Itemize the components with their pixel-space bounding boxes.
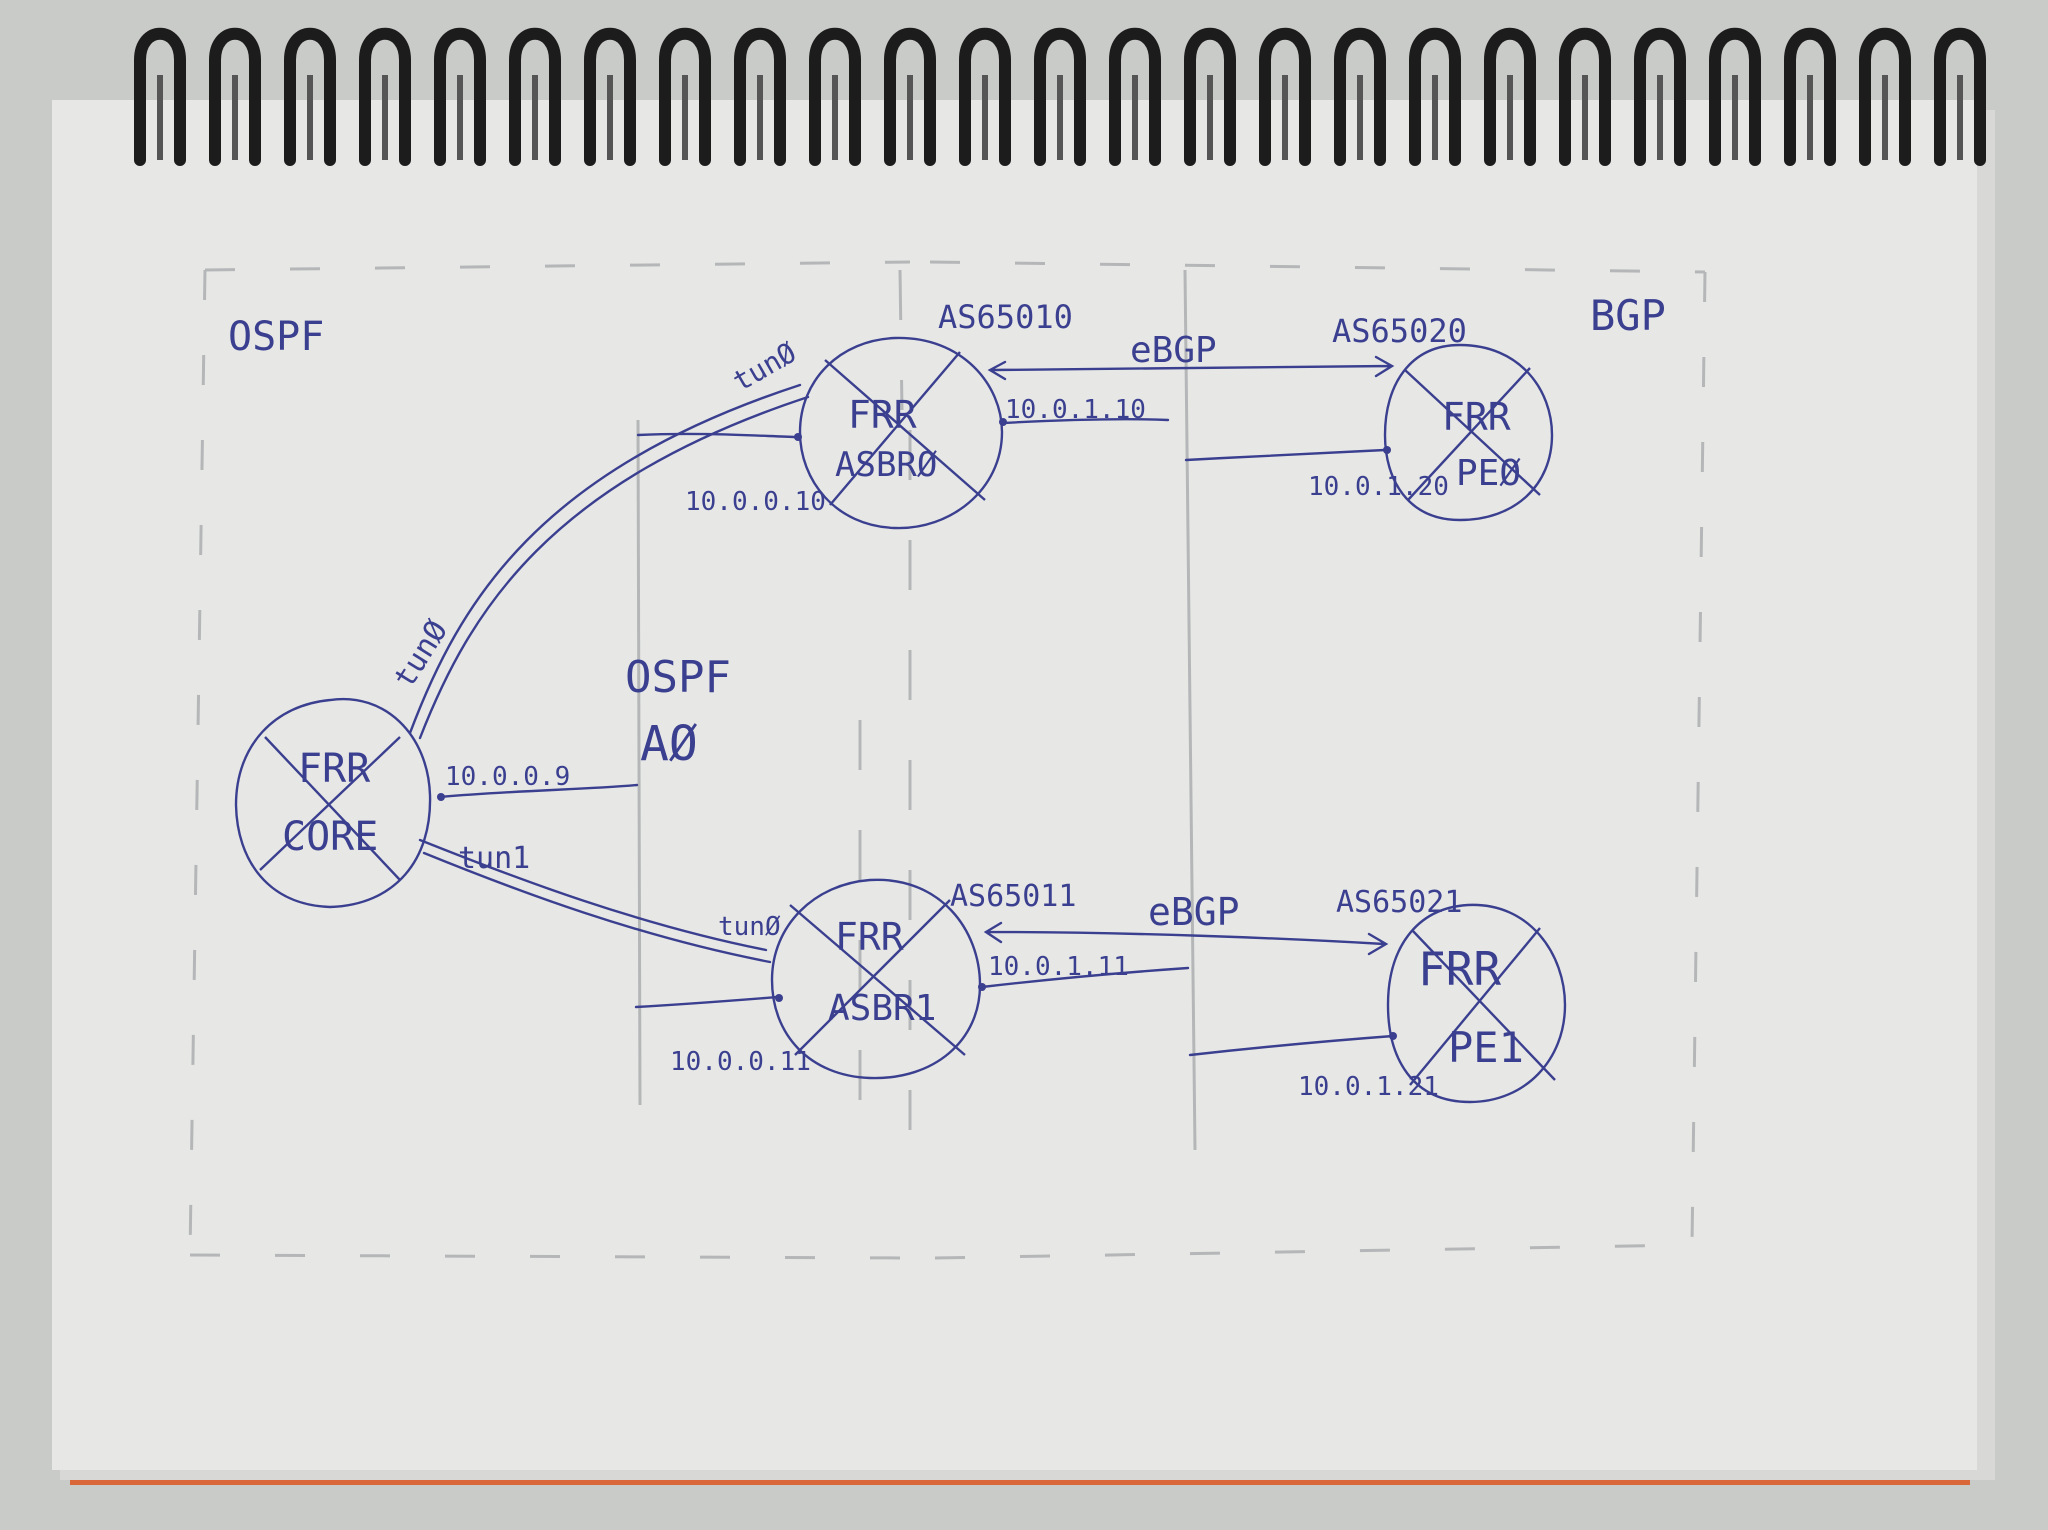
pencil-regions xyxy=(188,260,1707,1260)
spiral-loop xyxy=(359,27,411,166)
router-asbr0-cross xyxy=(824,351,986,506)
spiral-loop xyxy=(809,27,861,166)
router-core: FRR CORE xyxy=(234,697,432,909)
spiral-loop xyxy=(884,27,936,166)
spiral-loop xyxy=(659,27,711,166)
spiral-loop xyxy=(1109,27,1161,166)
asbr0-as-label: AS65010 xyxy=(938,298,1073,336)
ink-links xyxy=(408,355,1395,1057)
area-divider-left xyxy=(636,419,642,1106)
spiral-loop xyxy=(1259,27,1311,166)
router-pe1-circle xyxy=(1386,903,1567,1104)
asbr1-inner-ip-label: 10.0.0.11 xyxy=(670,1047,811,1077)
router-pe0-line1: FRR xyxy=(1442,395,1511,439)
router-asbr1-cross xyxy=(789,899,966,1056)
spiral-loop xyxy=(1784,27,1836,166)
spiral-loop xyxy=(1334,27,1386,166)
ebgp-bottom-arrow xyxy=(983,921,1389,956)
asbr0-inner-link xyxy=(636,432,798,439)
asbr1-outer-ip-label: 10.0.1.11 xyxy=(988,952,1129,982)
core-area-link xyxy=(438,783,639,799)
asbr0-outer-link xyxy=(1001,418,1170,425)
router-pe0-circle xyxy=(1383,343,1554,522)
tunnel1-line-a xyxy=(418,838,768,952)
router-asbr0-circle xyxy=(798,336,1004,530)
spiral-loop xyxy=(209,27,261,166)
spiral-loop xyxy=(1034,27,1086,166)
router-core-line2: CORE xyxy=(282,814,378,860)
router-asbr1-line1: FRR xyxy=(835,915,904,959)
router-asbr0-line2: ASBRØ xyxy=(835,445,937,485)
asbr1-as-label: AS65011 xyxy=(950,879,1076,914)
tunnel1-label-asbr1: tunØ xyxy=(718,912,781,942)
pe0-link xyxy=(1184,448,1387,462)
router-pe1-line2: PE1 xyxy=(1448,1023,1524,1072)
ebgp-top-label: eBGP xyxy=(1130,330,1217,371)
region-divider-dashed xyxy=(858,269,912,1130)
notebook-page xyxy=(52,100,1977,1470)
router-core-circle xyxy=(234,697,432,909)
ospf-region-border xyxy=(188,260,911,1260)
router-core-line1: FRR xyxy=(298,746,371,792)
spiral-loop xyxy=(434,27,486,166)
spiral-loop xyxy=(734,27,786,166)
spiral-loop xyxy=(1484,27,1536,166)
spiral-loop xyxy=(1634,27,1686,166)
spiral-loop xyxy=(1859,27,1911,166)
spiral-loop xyxy=(1184,27,1236,166)
pe1-as-label: AS65021 xyxy=(1336,885,1462,920)
router-asbr0: FRR ASBRØ xyxy=(798,336,1004,530)
core-ip-label: 10.0.0.9 xyxy=(445,762,570,792)
router-pe0-cross xyxy=(1404,367,1541,501)
tunnel1-line-b xyxy=(422,851,772,964)
port-dot-core xyxy=(437,793,445,801)
tunnel1-label-core: tun1 xyxy=(458,841,530,876)
router-pe1-cross xyxy=(1409,927,1556,1086)
spiral-loop xyxy=(1709,27,1761,166)
pe1-link xyxy=(1188,1034,1395,1057)
pe0-ip-label: 10.0.1.20 xyxy=(1308,472,1449,502)
spiral-loop xyxy=(959,27,1011,166)
ebgp-top-arrow xyxy=(987,355,1395,381)
spiral-binding xyxy=(134,27,1986,166)
pe0-as-label: AS65020 xyxy=(1332,312,1467,350)
router-pe0: FRR PEØ xyxy=(1383,343,1554,522)
router-asbr1-circle xyxy=(770,878,982,1080)
spiral-loop xyxy=(509,27,561,166)
spiral-loop xyxy=(134,27,186,166)
ospf-region-label: OSPF xyxy=(228,314,324,360)
ospf-area-label: OSPF xyxy=(625,652,731,703)
asbr1-outer-link xyxy=(980,966,1190,989)
router-core-cross xyxy=(259,736,401,881)
router-pe1: FRR PE1 xyxy=(1386,903,1567,1104)
spiral-loop xyxy=(1934,27,1986,166)
asbr0-inner-ip-label: 10.0.0.10 xyxy=(685,487,826,517)
router-pe1-line1: FRR xyxy=(1418,942,1501,996)
bgp-region-label: BGP xyxy=(1590,291,1666,340)
asbr0-outer-ip-label: 10.0.1.10 xyxy=(1005,395,1146,425)
ebgp-bottom-label: eBGP xyxy=(1148,890,1240,934)
router-asbr0-line1: FRR xyxy=(848,393,917,437)
tunnel0-line-a xyxy=(408,383,802,735)
asbr1-inner-link xyxy=(634,995,780,1009)
ospf-area-id: AØ xyxy=(640,716,698,772)
router-asbr1: FRR ASBR1 xyxy=(770,878,982,1080)
spiral-loop xyxy=(584,27,636,166)
spiral-loop xyxy=(1559,27,1611,166)
bgp-divider xyxy=(1183,269,1197,1151)
spiral-loop xyxy=(1409,27,1461,166)
pe1-ip-label: 10.0.1.21 xyxy=(1298,1072,1439,1102)
router-pe0-line2: PEØ xyxy=(1456,453,1521,494)
spiral-loop xyxy=(284,27,336,166)
port-dot-asbr1-inner xyxy=(775,994,783,1002)
router-asbr1-line2: ASBR1 xyxy=(828,988,936,1029)
